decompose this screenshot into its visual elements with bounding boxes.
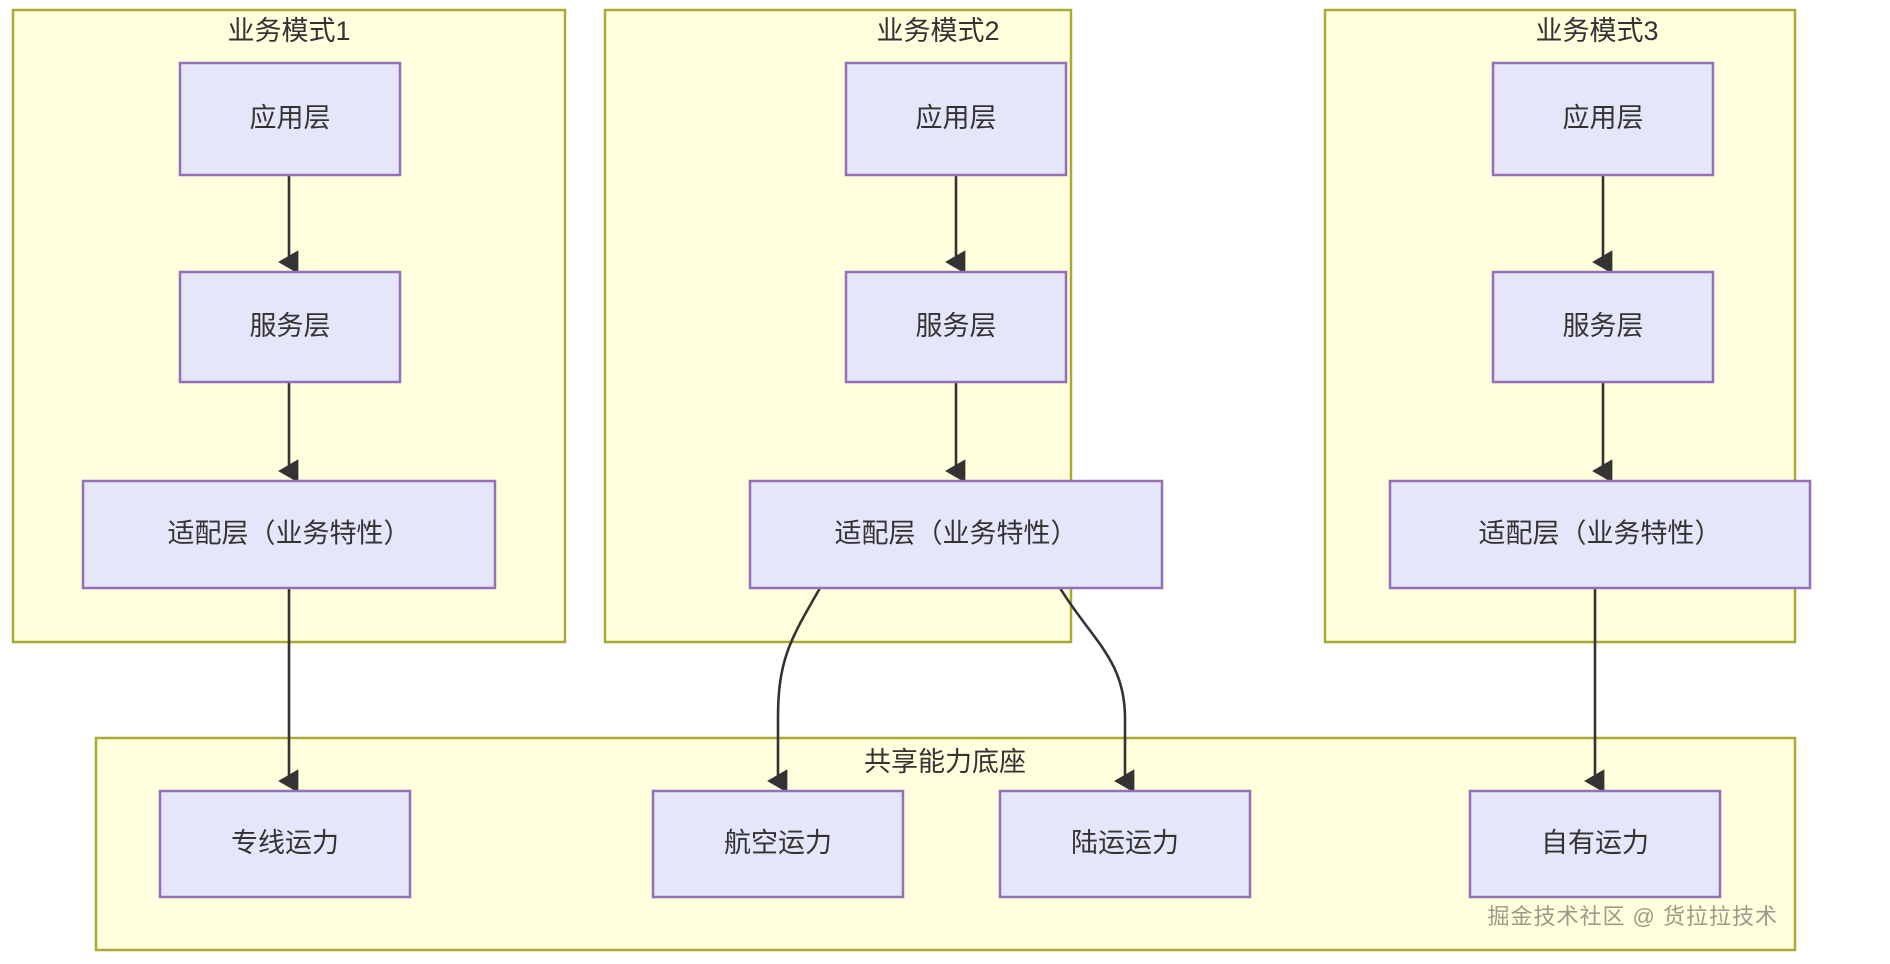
node-label: 适配层（业务特性） [1479, 519, 1722, 549]
node-label: 自有运力 [1541, 828, 1649, 858]
node-label: 应用层 [1563, 103, 1644, 133]
node-box[interactable] [158, 789, 412, 899]
node-box[interactable] [1468, 789, 1722, 899]
edge-adp2-to-cap3 [1058, 587, 1135, 793]
node-box[interactable] [844, 270, 1068, 384]
node-cap3[interactable]: 陆运运力 [998, 789, 1252, 899]
node-cap4[interactable]: 自有运力 [1468, 789, 1722, 899]
node-label: 专线运力 [231, 828, 339, 858]
node-box[interactable] [1491, 61, 1715, 177]
edges [278, 175, 1613, 793]
node-label: 服务层 [916, 311, 997, 341]
node-cap1[interactable]: 专线运力 [158, 789, 412, 899]
node-label: 航空运力 [724, 828, 832, 858]
node-svc3[interactable]: 服务层 [1491, 270, 1715, 384]
node-box[interactable] [1491, 270, 1715, 384]
node-adp3[interactable]: 适配层（业务特性） [1388, 479, 1812, 590]
group-title: 业务模式3 [1535, 16, 1658, 46]
node-label: 应用层 [916, 103, 997, 133]
node-svc1[interactable]: 服务层 [178, 270, 402, 384]
node-label: 服务层 [1563, 311, 1644, 341]
node-box[interactable] [1388, 479, 1812, 590]
node-adp2[interactable]: 适配层（业务特性） [748, 479, 1164, 590]
node-cap2[interactable]: 航空运力 [651, 789, 905, 899]
node-label: 适配层（业务特性） [835, 519, 1078, 549]
node-box[interactable] [178, 61, 402, 177]
node-box[interactable] [998, 789, 1252, 899]
node-box[interactable] [844, 61, 1068, 177]
node-adp1[interactable]: 适配层（业务特性） [81, 479, 497, 590]
node-label: 陆运运力 [1071, 828, 1179, 858]
node-box[interactable] [748, 479, 1164, 590]
node-svc2[interactable]: 服务层 [844, 270, 1068, 384]
watermark-label: 掘金技术社区 @ 货拉拉技术 [1487, 904, 1778, 929]
group-title: 共享能力底座 [864, 747, 1026, 777]
edge-adp2-to-cap2 [767, 587, 822, 793]
node-box[interactable] [651, 789, 905, 899]
node-label: 应用层 [250, 103, 331, 133]
node-label: 适配层（业务特性） [168, 519, 411, 549]
node-app3[interactable]: 应用层 [1491, 61, 1715, 177]
node-app2[interactable]: 应用层 [844, 61, 1068, 177]
node-app1[interactable]: 应用层 [178, 61, 402, 177]
node-label: 服务层 [250, 311, 331, 341]
group-title: 业务模式2 [876, 16, 999, 46]
watermark: 掘金技术社区 @ 货拉拉技术 [1487, 904, 1778, 929]
node-box[interactable] [178, 270, 402, 384]
node-box[interactable] [81, 479, 497, 590]
group-title: 业务模式1 [227, 16, 350, 46]
